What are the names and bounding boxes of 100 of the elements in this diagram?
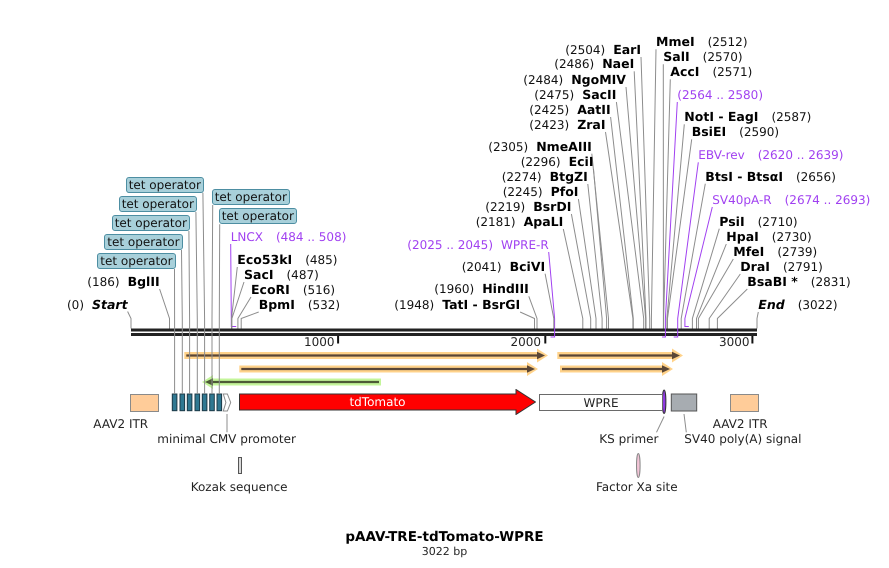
- site-position: (1960): [434, 282, 474, 296]
- enzyme-name: AccI: [670, 65, 700, 80]
- leader-line: [663, 78, 671, 329]
- site-position: (2181): [476, 215, 516, 229]
- leader-line: [667, 138, 692, 329]
- enzyme-name: NgoMIV: [571, 73, 626, 87]
- enzyme-name: NaeI: [602, 57, 634, 72]
- site-position: (2305): [488, 140, 528, 154]
- leader-line: [634, 70, 646, 329]
- site-position: (2219): [485, 200, 526, 214]
- leader-line: [610, 116, 634, 329]
- site-position: (487): [286, 268, 319, 282]
- leader-line: [696, 244, 727, 329]
- enzyme-name: MmeI: [656, 35, 695, 50]
- reading-frame-track: [184, 348, 548, 362]
- primer-position: (484 .. 508): [276, 230, 346, 244]
- site-position: (2041): [462, 260, 502, 274]
- leader-line: [716, 288, 748, 329]
- enzyme-name: ApaLI: [524, 215, 564, 229]
- leader-line: [684, 206, 713, 327]
- site-position: (2739): [777, 245, 818, 259]
- leader-line: [756, 312, 759, 329]
- feature-label: Factor Xa site: [596, 480, 678, 494]
- leader-line: [570, 214, 592, 329]
- diagram-caption: 3022 bp: [422, 544, 468, 558]
- leader-line: [578, 198, 596, 329]
- scale-label: 3000: [718, 335, 750, 349]
- site-position: (2730): [772, 230, 812, 244]
- leader-line: [662, 102, 678, 338]
- scale-label: 1000: [304, 335, 334, 349]
- site-position: (186): [87, 275, 120, 289]
- enzyme-name: SacI: [244, 268, 274, 282]
- leader-line: [188, 230, 190, 394]
- enzyme-name: DraI: [740, 260, 770, 274]
- site-position: (2504): [565, 43, 606, 57]
- signal-block: [670, 394, 698, 412]
- leader-line: [202, 192, 206, 394]
- dna-backbone: [131, 328, 757, 336]
- leader-line: [159, 288, 170, 329]
- primer-position: (2674 .. 2693): [784, 193, 870, 207]
- feature-label: tet operator: [218, 208, 297, 224]
- operator-bar: [209, 394, 215, 412]
- site-position: (2512): [708, 35, 748, 50]
- enzyme-name: BtgZI: [550, 170, 588, 184]
- site-position: (0): [67, 298, 84, 312]
- enzyme-name: PfoI: [550, 185, 578, 199]
- primer-name: WPRE-R: [501, 238, 549, 252]
- leader-line: [562, 228, 584, 329]
- leader-line: [626, 86, 646, 329]
- enzyme-name: BpmI: [258, 298, 295, 312]
- element-block: [539, 394, 663, 411]
- site-position: (2274): [502, 170, 542, 184]
- enzyme-name: BsaBI *: [747, 275, 798, 289]
- site-position: (485): [305, 253, 338, 267]
- leader-line: [231, 266, 238, 329]
- feature-label: minimal CMV promoter: [157, 432, 296, 446]
- leader-line: [656, 416, 665, 433]
- site-position: (2656): [796, 170, 836, 184]
- leader-line: [616, 102, 644, 329]
- operator-bar: [194, 394, 200, 412]
- feature-label: tet operator: [112, 215, 190, 231]
- leader-line: [692, 228, 720, 329]
- site-position: (2423): [529, 118, 570, 132]
- site-position: (2296): [520, 155, 561, 169]
- site-position: (2831): [810, 275, 851, 289]
- map-end-label: Start: [92, 298, 128, 312]
- enzyme-name: AatII: [577, 103, 611, 117]
- enzyme-name: TatI - BsrGI: [442, 298, 520, 312]
- enzyme-name: NmeAIII: [536, 140, 592, 154]
- feature-label: AAV2 ITR: [712, 416, 768, 430]
- leader-line: [666, 124, 685, 329]
- site-position: (2486): [554, 57, 594, 72]
- leader-line: [605, 132, 634, 329]
- enzyme-name: MfeI: [733, 245, 764, 259]
- primer-name: EBV-rev: [698, 148, 745, 162]
- site-position: (2484): [523, 73, 564, 87]
- primer-position: (2025 .. 2045): [407, 238, 493, 252]
- site-position: (2475): [534, 88, 574, 102]
- leader-line: [587, 184, 603, 329]
- leader-line: [127, 311, 132, 329]
- enzyme-name: Eco53kI: [237, 253, 292, 267]
- leader-line: [698, 258, 734, 329]
- enzyme-name: BsiEI: [692, 125, 726, 140]
- primer-position: (2564 .. 2580): [677, 88, 763, 102]
- leader-line: [544, 273, 554, 329]
- leader-line: [174, 268, 176, 394]
- feature-label: AAV2 ITR: [93, 417, 148, 431]
- site-position: (2710): [758, 214, 798, 229]
- enzyme-name: EcoRI: [251, 283, 290, 297]
- leader-line: [593, 168, 608, 329]
- feature-label: tdTomato: [349, 395, 406, 409]
- enzyme-name: SalI: [663, 50, 690, 64]
- leader-line: [673, 162, 699, 338]
- site-position: (2791): [782, 260, 823, 274]
- leader-line: [195, 212, 198, 394]
- operator-bar: [216, 394, 222, 412]
- leader-line: [231, 282, 244, 329]
- feature-label: Kozak sequence: [190, 480, 288, 494]
- feature-label: SV40 poly(A) signal: [684, 432, 802, 446]
- feature-label: tet operator: [126, 176, 204, 193]
